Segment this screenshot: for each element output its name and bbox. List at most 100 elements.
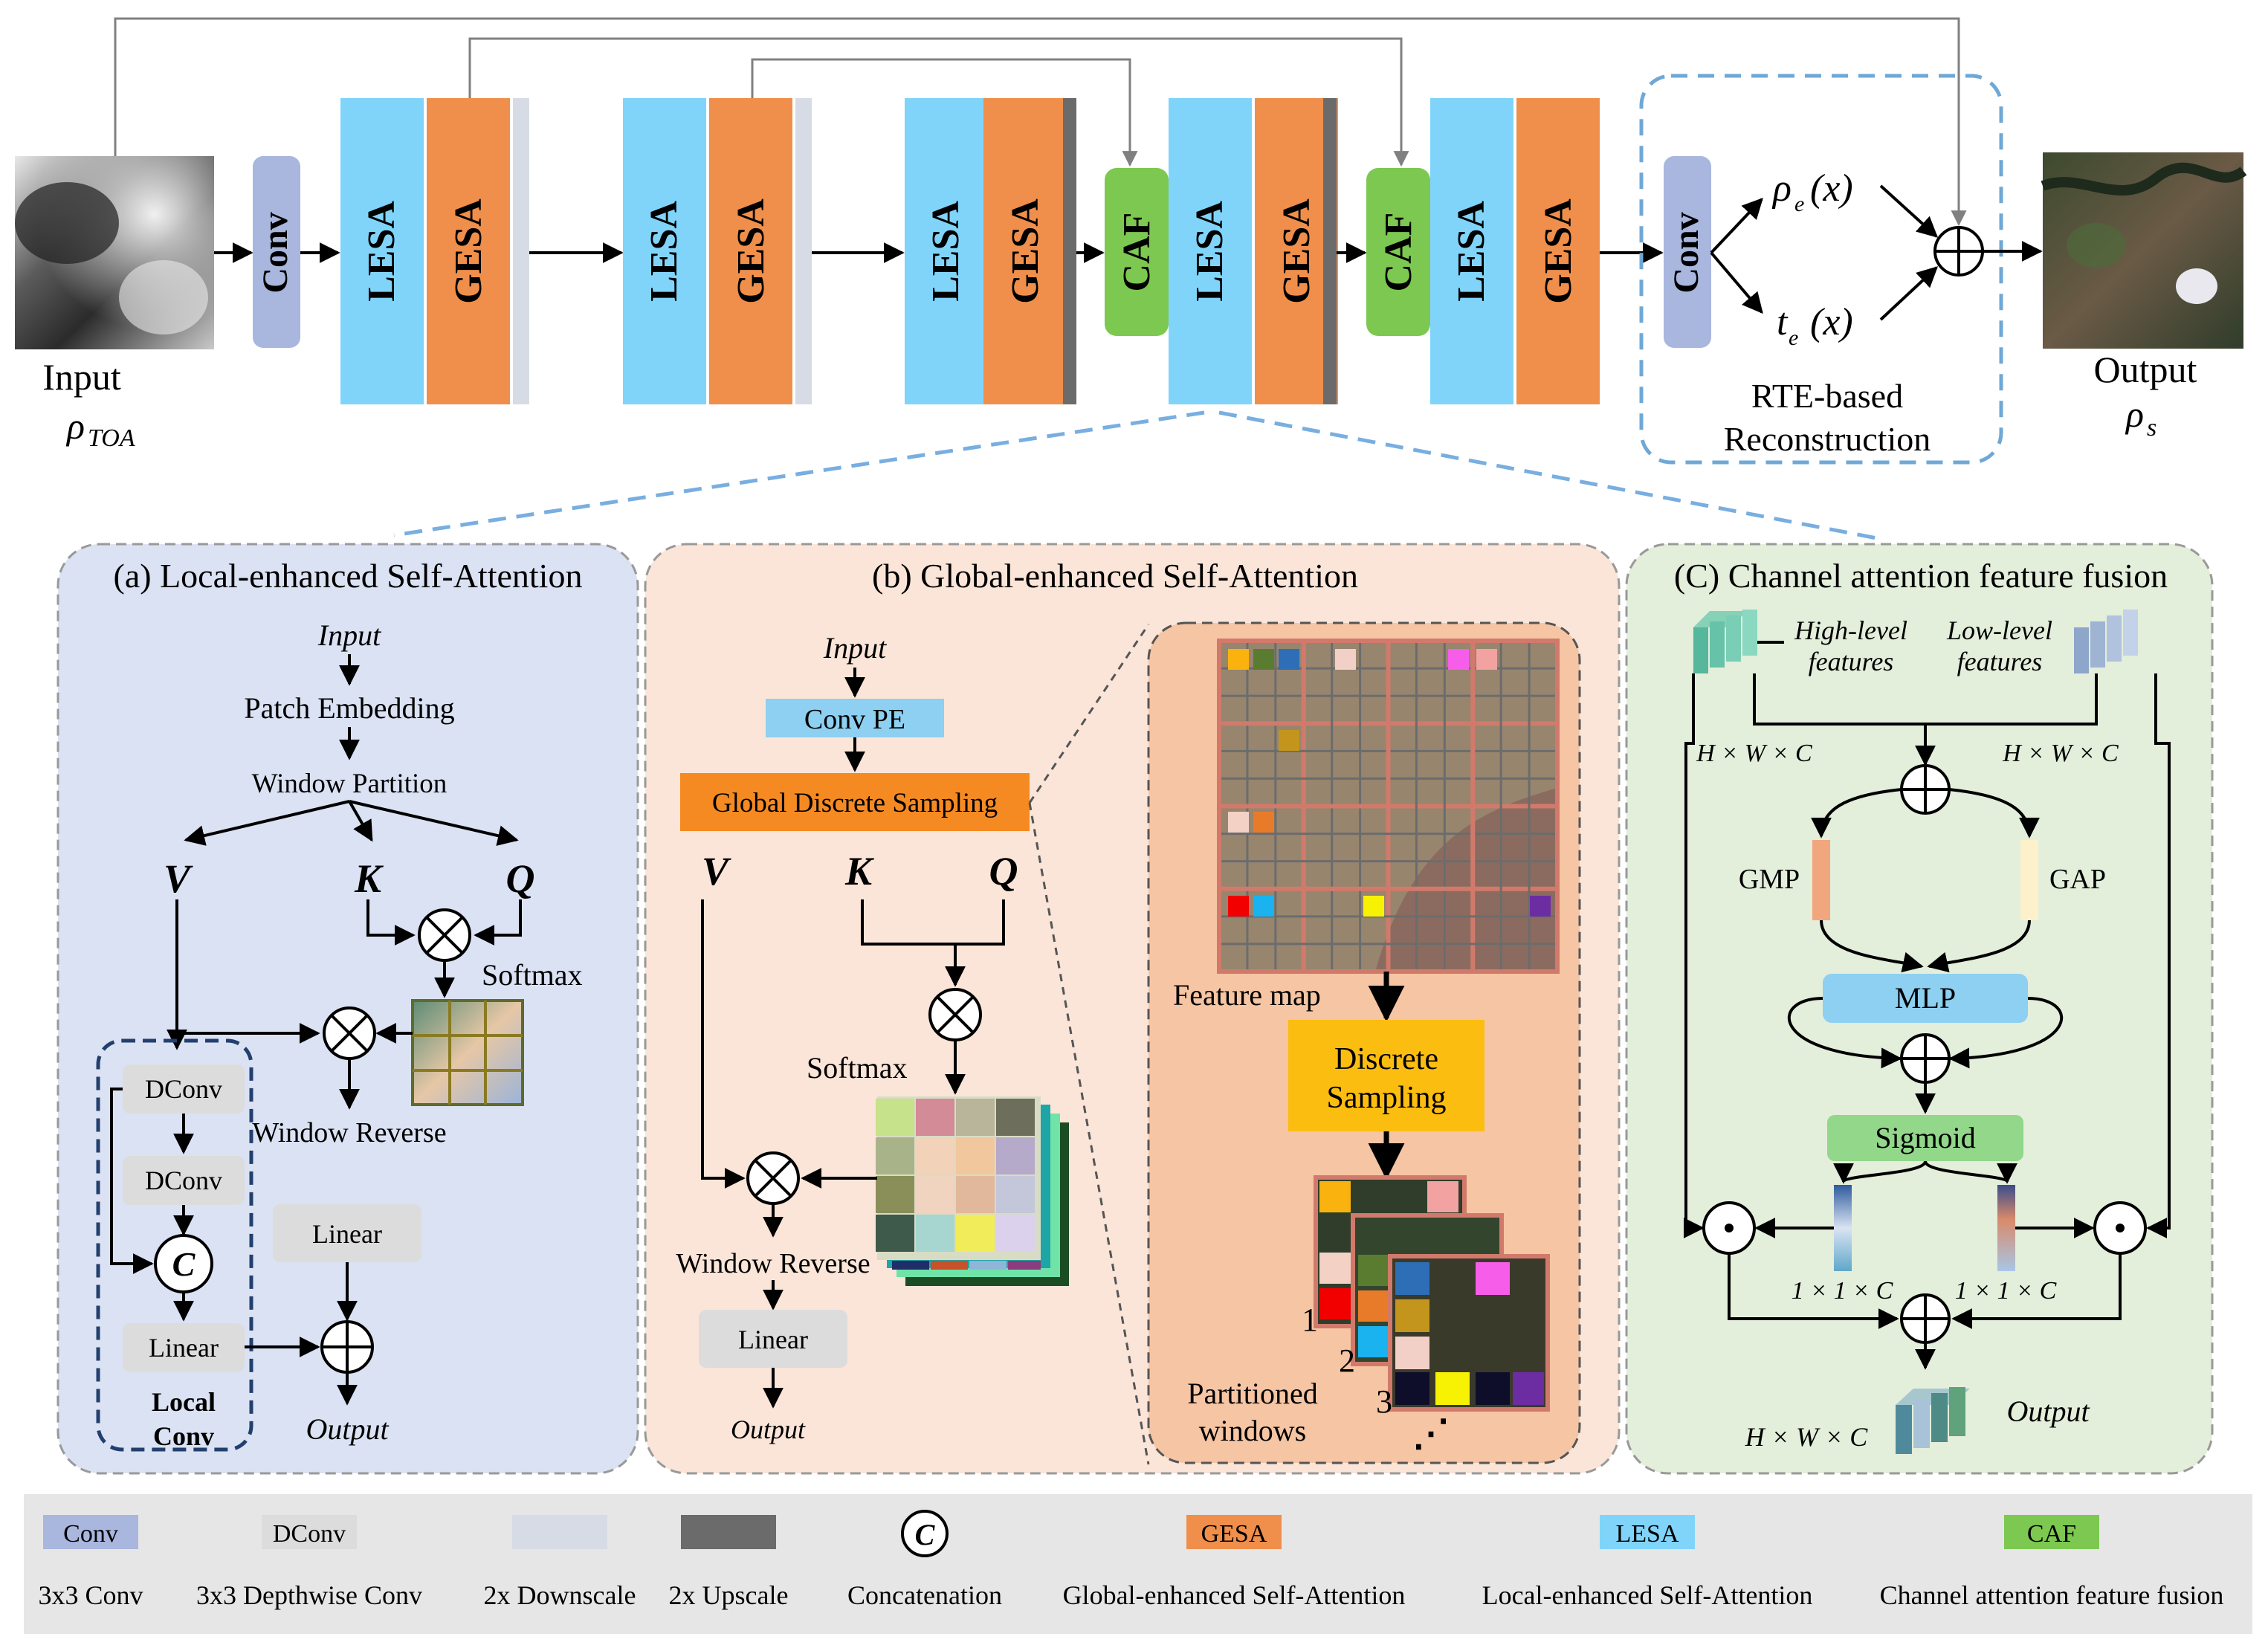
gds-box — [680, 773, 1030, 831]
window-num-3: 3 — [1376, 1383, 1392, 1420]
low-level-features-icon — [2074, 610, 2138, 673]
gmp-bar — [1812, 840, 1830, 920]
feature-map-label: Feature map — [1173, 978, 1321, 1012]
multiply-v-a — [323, 1006, 376, 1060]
dconv-1-label: DConv — [145, 1074, 222, 1104]
local-conv-label-1: Local — [152, 1387, 216, 1417]
gesa-label-4: GESA — [1276, 198, 1318, 304]
gap-bar — [2020, 840, 2038, 920]
lesa-block-4 — [1169, 98, 1252, 404]
gesa-label-5: GESA — [1537, 198, 1580, 304]
gesa-block-5 — [1516, 98, 1600, 404]
hwc-left: H × W × C — [1696, 740, 1812, 767]
gmp-label: GMP — [1739, 864, 1800, 895]
linear-local-label: Linear — [149, 1333, 219, 1363]
linear-local — [123, 1323, 245, 1372]
svg-text:C: C — [172, 1245, 196, 1283]
patch-embedding: Patch Embedding — [244, 691, 454, 725]
input-rho: ρ — [65, 405, 85, 447]
panel-a-title: (a) Local-enhanced Self-Attention — [114, 557, 583, 595]
panel-a-softmax-label: Softmax — [482, 958, 583, 992]
add-operator-a — [320, 1320, 374, 1374]
legend-desc: Channel attention feature fusion — [1880, 1580, 2224, 1610]
softmax-grid-a — [411, 999, 524, 1106]
lesa-label-4: LESA — [1189, 201, 1231, 302]
legend-item-downscale: 2x Downscale — [484, 1515, 636, 1610]
svg-text:ρ: ρ — [1771, 167, 1792, 210]
partitioned-label-1: Partitioned — [1187, 1377, 1318, 1410]
mlp-box — [1823, 974, 2028, 1023]
lesa-block-1 — [340, 98, 424, 404]
attention-weight-right — [1997, 1185, 2015, 1271]
window-partition: Window Partition — [252, 769, 448, 799]
rte-reconstruction-box — [1639, 74, 2003, 465]
multiply-qk-b — [928, 988, 982, 1041]
panel-a-input: Input — [317, 618, 381, 652]
conv-pe-label: Conv PE — [804, 704, 905, 735]
gap-label: GAP — [2049, 864, 2106, 895]
legend-desc: 3x3 Conv — [38, 1580, 143, 1610]
input-image — [15, 156, 214, 349]
gesa-block-1 — [427, 98, 510, 404]
high-level-label-1: High-level — [1794, 615, 1907, 645]
concat-operator-a: C — [154, 1234, 213, 1293]
panel-a-q: Q — [506, 856, 535, 901]
conv-block-label: Conv — [256, 212, 295, 293]
local-conv-box — [96, 1038, 253, 1452]
gesa-label-1: GESA — [448, 198, 490, 304]
linear-b-label: Linear — [738, 1325, 808, 1354]
discrete-sampling-box — [1288, 1020, 1484, 1131]
legend-desc: 2x Downscale — [484, 1580, 636, 1610]
panel-a-k: K — [354, 856, 384, 901]
mul-operator-c-left — [1702, 1201, 1756, 1255]
panel-b-q: Q — [989, 849, 1018, 894]
output-label: Output — [2094, 349, 2197, 390]
attention-weight-left — [1834, 1185, 1852, 1271]
rte-label-line2: Reconstruction — [1724, 420, 1931, 458]
lesa-block-5 — [1430, 98, 1513, 404]
hwc-output: H × W × C — [1745, 1422, 1869, 1452]
legend-item-concat: C Concatenation — [847, 1510, 1002, 1610]
legend-swatch — [43, 1515, 138, 1549]
dconv-2 — [123, 1156, 245, 1205]
legend-item-caf: CAF Channel attention feature fusion — [1880, 1515, 2224, 1610]
high-level-label-2: features — [1809, 647, 1894, 676]
legend-swatch-text: C — [915, 1518, 936, 1551]
legend-desc: Local-enhanced Self-Attention — [1482, 1580, 1813, 1610]
input-label: Input — [42, 356, 121, 398]
panel-b-k: K — [844, 849, 875, 894]
skip-connection-2 — [751, 58, 1138, 167]
conv-block — [253, 156, 300, 348]
legend-swatch-text: DConv — [273, 1520, 346, 1548]
c11-right: 1 × 1 × C — [1955, 1277, 2057, 1305]
svg-text:t: t — [1777, 301, 1789, 343]
gesa-label-2: GESA — [730, 198, 772, 304]
output-rho: ρ — [2125, 393, 2144, 435]
panel-b-window-reverse: Window Reverse — [676, 1248, 870, 1279]
lesa-label-1: LESA — [361, 201, 403, 302]
window-num-2: 2 — [1339, 1342, 1355, 1379]
local-conv-label-2: Conv — [153, 1421, 214, 1451]
softmax-stack-b — [876, 1096, 1069, 1286]
legend-desc: Global-enhanced Self-Attention — [1063, 1580, 1406, 1610]
sigmoid-box — [1827, 1115, 2023, 1161]
add-operator-c3 — [1900, 1293, 1951, 1344]
panel-b-title: (b) Global-enhanced Self-Attention — [872, 557, 1358, 595]
panel-b-softmax-label: Softmax — [807, 1051, 908, 1085]
caf-block-2 — [1366, 168, 1430, 336]
add-operator-top — [1933, 226, 1984, 277]
legend-item-upscale: 2x Upscale — [669, 1515, 788, 1610]
output-features-icon — [1896, 1387, 1970, 1454]
ds-label-1: Discrete — [1334, 1042, 1438, 1076]
legend-desc: Concatenation — [847, 1580, 1002, 1610]
linear-b — [699, 1310, 847, 1368]
downscale-2 — [795, 98, 812, 404]
legend-bar — [24, 1494, 2252, 1634]
legend-swatch-text: CAF — [2027, 1520, 2076, 1548]
dconv-2-label: DConv — [145, 1166, 222, 1195]
legend-swatch — [1186, 1515, 1282, 1549]
low-level-label-2: features — [1957, 647, 2043, 676]
